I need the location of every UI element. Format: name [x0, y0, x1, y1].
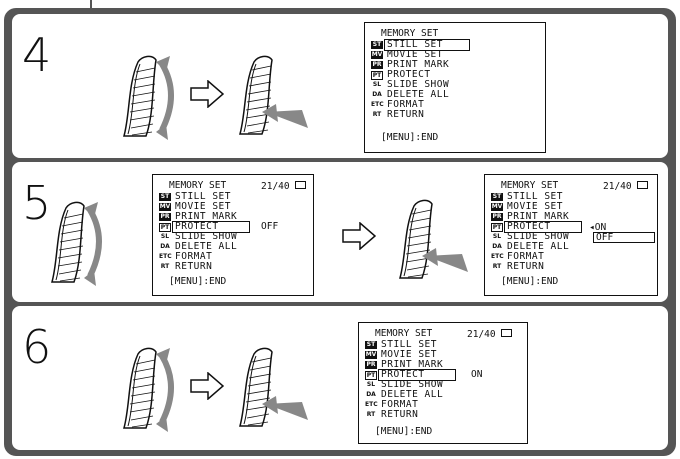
delete-all-icon: DA — [491, 243, 503, 251]
hollow-arrow-icon — [342, 222, 376, 250]
menu-end-hint: [MENU]:END — [375, 427, 432, 437]
jog-dial-press-icon — [390, 194, 470, 284]
slide-show-icon: SL — [159, 233, 171, 241]
etc-icon: ETC — [159, 253, 171, 261]
still-set-icon: ST — [365, 341, 377, 349]
step-number: 4 — [22, 32, 51, 78]
step-number: 6 — [22, 324, 51, 370]
print-mark-icon: PR — [491, 213, 503, 221]
menu-end-hint: [MENU]:END — [501, 277, 558, 287]
image-counter: 21/40 — [603, 181, 648, 192]
print-mark-icon: PR — [159, 213, 171, 221]
print-mark-icon: PR — [371, 61, 383, 69]
jog-dial-turn-icon — [112, 336, 182, 436]
still-set-icon: ST — [371, 41, 383, 49]
protect-value: ON — [471, 370, 482, 380]
movie-set-icon: MV — [159, 203, 171, 211]
memory-card-icon — [295, 181, 306, 189]
delete-all-icon: DA — [371, 91, 383, 99]
menu-title: MEMORY SET — [381, 29, 438, 39]
movie-set-icon: MV — [365, 351, 377, 359]
return-icon: RT — [159, 263, 171, 271]
slide-show-icon: SL — [365, 381, 377, 389]
return-icon: RT — [365, 411, 377, 419]
menu-title: MEMORY SET — [375, 329, 432, 339]
jog-dial-turn-icon — [112, 44, 182, 144]
menu-end-hint: [MENU]:END — [169, 277, 226, 287]
jog-dial-turn-icon — [40, 190, 110, 290]
return-icon: RT — [491, 263, 503, 271]
jog-dial-press-icon — [230, 342, 310, 432]
still-set-icon: ST — [491, 193, 503, 201]
movie-set-icon: MV — [371, 51, 383, 59]
etc-icon: ETC — [365, 401, 377, 409]
memory-card-icon — [637, 181, 648, 189]
etc-icon: ETC — [491, 253, 503, 261]
delete-all-icon: DA — [365, 391, 377, 399]
protect-value: OFF — [261, 222, 278, 232]
still-set-icon: ST — [159, 193, 171, 201]
delete-all-icon: DA — [159, 243, 171, 251]
image-counter: 21/40 — [467, 329, 512, 340]
memory-card-icon: PT — [159, 223, 171, 232]
jog-dial-press-icon — [230, 50, 310, 140]
menu-title: MEMORY SET — [501, 181, 558, 191]
hollow-arrow-icon — [190, 80, 224, 108]
memory-card-icon: PT — [371, 71, 383, 80]
movie-set-icon: MV — [491, 203, 503, 211]
return-icon: RT — [371, 111, 383, 119]
print-mark-icon: PR — [365, 361, 377, 369]
slide-show-icon: SL — [371, 81, 383, 89]
menu-title: MEMORY SET — [169, 181, 226, 191]
menu-end-hint: [MENU]:END — [381, 133, 438, 143]
slide-show-icon: SL — [491, 233, 503, 241]
image-counter: 21/40 — [261, 181, 306, 192]
memory-card-icon — [501, 329, 512, 337]
memory-card-icon: PT — [491, 223, 503, 232]
option-off-selected[interactable]: OFF — [593, 232, 655, 243]
memory-card-icon: PT — [365, 371, 377, 380]
etc-icon: ETC — [371, 101, 383, 109]
hollow-arrow-icon — [190, 372, 224, 400]
